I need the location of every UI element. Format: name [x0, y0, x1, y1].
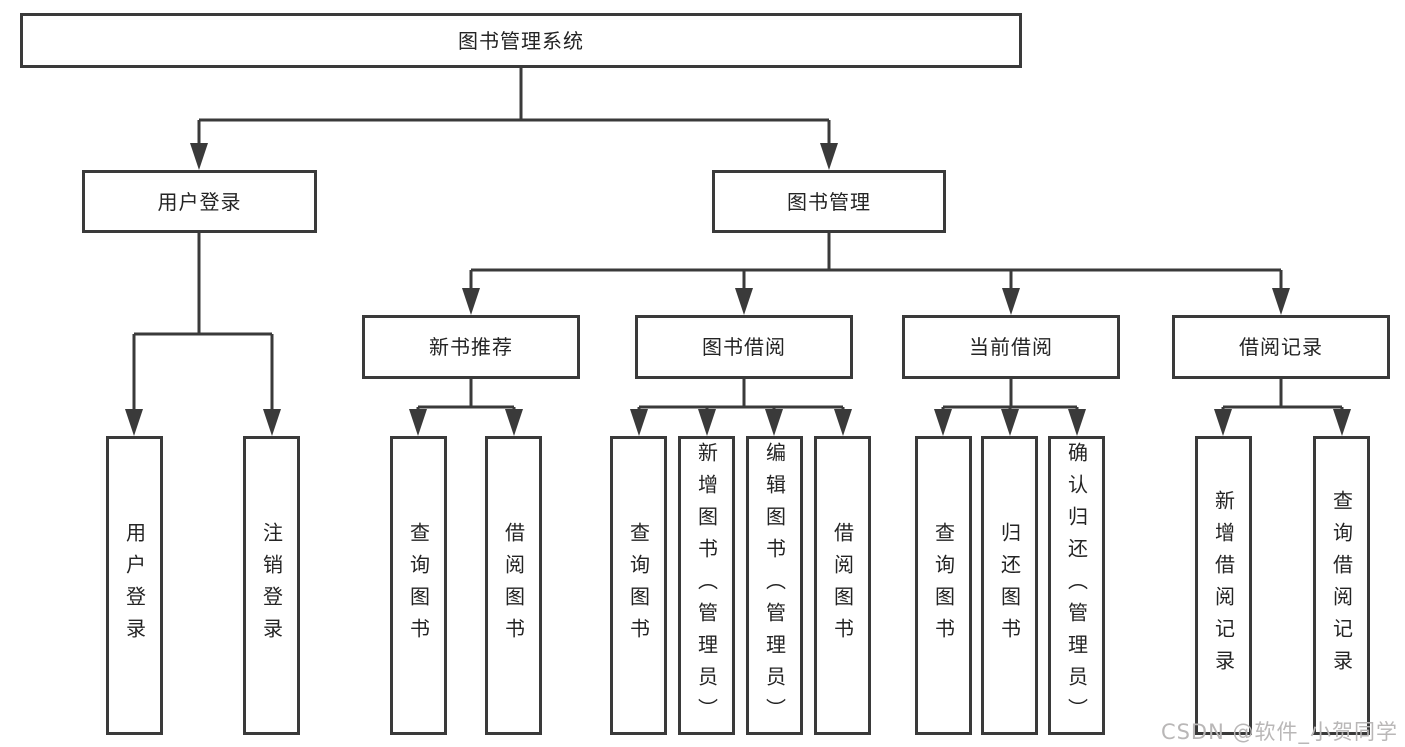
node-leaf-query-borrow-record: 查询借阅记录: [1313, 436, 1370, 735]
node-leaf-edit-books-admin: 编辑图书（管理员）: [746, 436, 803, 735]
node-leaf-query-books-current: 查询图书: [915, 436, 972, 735]
arrowheads: [125, 143, 1351, 436]
node-label: 借阅记录: [1239, 335, 1323, 359]
node-label: 查询图书: [626, 521, 651, 650]
node-current-borrow: 当前借阅: [902, 315, 1120, 379]
node-user-login: 用户登录: [82, 170, 317, 233]
node-label: 图书管理: [787, 189, 871, 214]
node-leaf-return-books: 归还图书: [981, 436, 1038, 735]
node-label: 确认归还（管理员）: [1064, 441, 1089, 730]
node-label: 归还图书: [997, 521, 1022, 650]
node-leaf-add-books-admin: 新增图书（管理员）: [678, 436, 735, 735]
node-leaf-confirm-return-admin: 确认归还（管理员）: [1048, 436, 1105, 735]
node-label: 借阅图书: [501, 521, 526, 650]
node-label: 注销登录: [259, 521, 284, 650]
node-label: 用户登录: [157, 189, 242, 214]
node-label: 查询图书: [931, 521, 956, 650]
node-library-management-system: 图书管理系统: [20, 13, 1022, 68]
node-label: 用户登录: [122, 521, 147, 650]
node-label: 查询借阅记录: [1329, 489, 1354, 682]
node-label: 当前借阅: [969, 335, 1053, 359]
node-leaf-borrow-books: 借阅图书: [814, 436, 871, 735]
csdn-watermark: CSDN @软件_小贺同学: [1160, 720, 1398, 744]
node-label: 新书推荐: [429, 335, 513, 359]
node-label: 查询图书: [406, 521, 431, 650]
node-book-borrow: 图书借阅: [635, 315, 853, 379]
node-leaf-user-login: 用户登录: [106, 436, 163, 735]
node-leaf-logout: 注销登录: [243, 436, 300, 735]
node-book-management: 图书管理: [712, 170, 946, 233]
node-label: 图书管理系统: [458, 28, 584, 53]
node-label: 新增图书（管理员）: [694, 441, 719, 730]
node-leaf-borrow-books-recommend: 借阅图书: [485, 436, 542, 735]
node-label: 编辑图书（管理员）: [762, 441, 787, 730]
node-label: 新增借阅记录: [1211, 489, 1236, 682]
node-label: 借阅图书: [830, 521, 855, 650]
node-borrow-records: 借阅记录: [1172, 315, 1390, 379]
node-leaf-query-books-recommend: 查询图书: [390, 436, 447, 735]
node-leaf-add-borrow-record: 新增借阅记录: [1195, 436, 1252, 735]
node-new-book-recommend: 新书推荐: [362, 315, 580, 379]
node-leaf-query-books-borrow: 查询图书: [610, 436, 667, 735]
node-label: 图书借阅: [702, 335, 786, 359]
